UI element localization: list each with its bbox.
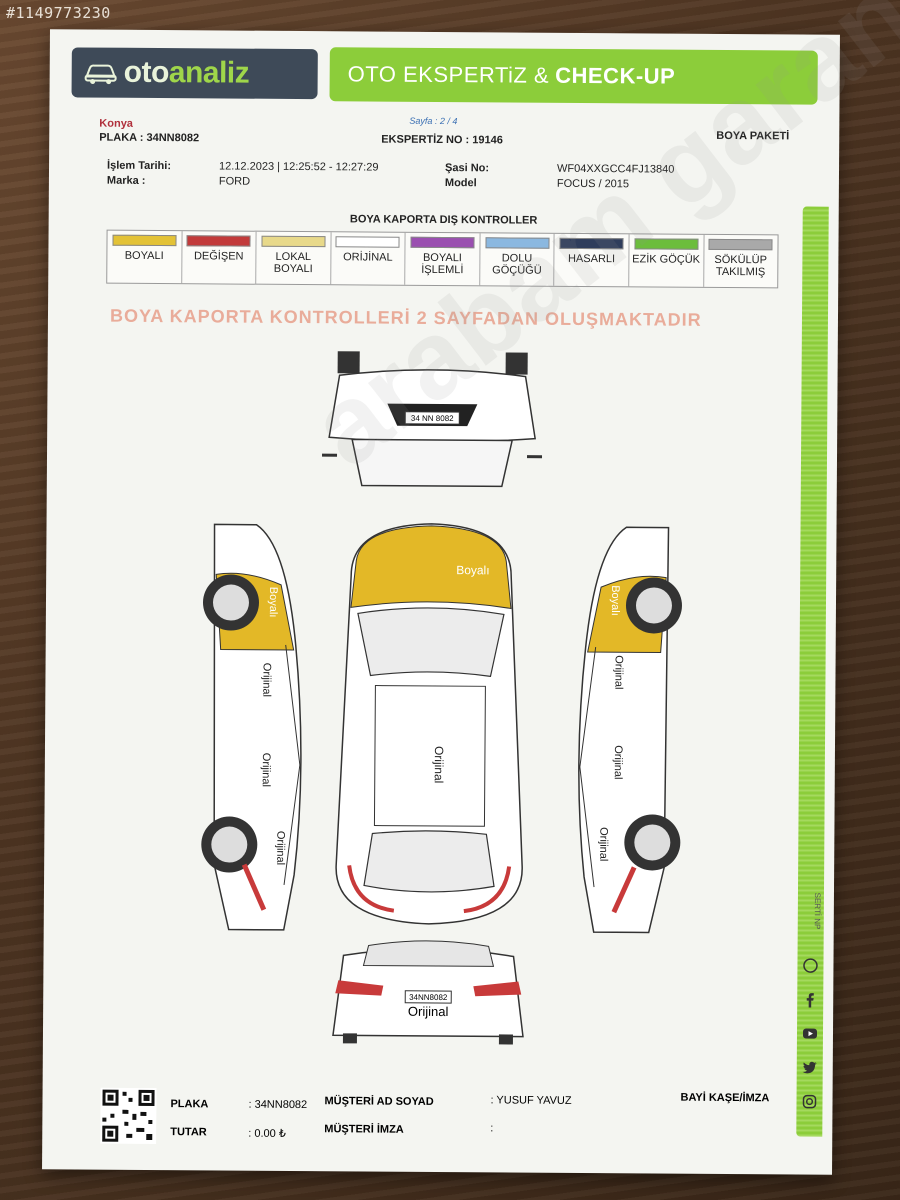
left-front-fender-label: Boyalı: [267, 587, 279, 618]
car-logo-icon: [84, 64, 117, 85]
facebook-icon[interactable]: [799, 989, 821, 1011]
car-top-view: Boyalı Orijinal: [335, 523, 523, 925]
twitter-icon[interactable]: [799, 1057, 821, 1079]
car-right-view: Boyalı Orijinal Orijinal Orijinal: [578, 526, 682, 934]
banner-light-text: OTO EKSPERTiZ &: [347, 61, 550, 88]
chassis-label: Şasi No:: [444, 162, 490, 175]
legend-swatch: [410, 236, 475, 249]
roof-label: Orijinal: [432, 746, 446, 783]
legend-swatch: [335, 236, 401, 248]
logo-text: otoanaliz: [124, 56, 250, 91]
side-text: SERTİ NP: [812, 892, 822, 930]
banner-bold-text: CHECK-UP: [555, 62, 676, 89]
youtube-icon[interactable]: [799, 1023, 821, 1045]
legend-label: SÖKÜLÜP TAKILMIŞ: [714, 253, 767, 279]
legend-item: DEĞİŞEN: [181, 231, 257, 284]
car-left-view: Boyalı Orijinal Orijinal Orijinal: [201, 523, 302, 931]
logo-suffix: analiz: [168, 56, 250, 90]
trunk-label: Orijinal: [408, 1004, 449, 1019]
footer-plate-value: : 34NN8082: [248, 1098, 308, 1112]
city: Konya: [99, 117, 133, 130]
whatsapp-icon[interactable]: [799, 955, 821, 977]
right-front-fender-label: Boyalı: [609, 585, 621, 616]
ekspertiz-number: EKSPERTİZ NO : 19146: [381, 133, 503, 147]
legend-item: LOKAL BOYALI: [256, 231, 332, 285]
photo-id: #1149773230: [6, 4, 111, 22]
rear-plate: 34NN8082: [409, 993, 448, 1002]
model-label: Model: [444, 177, 477, 190]
legend-label: ORİJİNAL: [343, 251, 393, 264]
amount-value: : 0.00 ₺: [248, 1127, 286, 1140]
car-rear-view: 34NN8082 Orijinal: [332, 940, 524, 1045]
front-plate: 34 NN 8082: [411, 414, 454, 423]
legend-item: BOYALI: [107, 230, 183, 284]
left-front-door-label: Orijinal: [260, 663, 272, 697]
plate-label: PLAKA : 34NN8082: [99, 131, 200, 145]
legend-swatch: [112, 234, 177, 247]
left-rear-door-label: Orijinal: [260, 753, 272, 787]
brand-label: Marka :: [106, 174, 146, 187]
hood-label: Boyalı: [456, 563, 489, 577]
legend-item: SÖKÜLÜP TAKILMIŞ: [704, 235, 778, 288]
report-page: otoanaliz OTO EKSPERTiZ & CHECK-UP Sayfa…: [42, 0, 900, 1175]
legend-label: DEĞİŞEN: [193, 250, 244, 263]
legend-label: LOKAL BOYALI: [273, 250, 313, 276]
legend-swatch: [186, 235, 251, 247]
brand-value: FORD: [218, 175, 251, 188]
legend-item: ORİJİNAL: [330, 232, 406, 285]
car-front-view: 34 NN 8082: [322, 351, 543, 488]
instagram-icon[interactable]: [798, 1091, 820, 1113]
footer-plate-label: PLAKA: [170, 1098, 209, 1111]
qr-code-icon[interactable]: [100, 1087, 157, 1145]
report-footer: PLAKA : 34NN8082 MÜŞTERİ AD SOYAD : YUSU…: [100, 1084, 792, 1159]
dealer-stamp-label: BAYİ KAŞE/İMZA: [680, 1091, 770, 1105]
logo: otoanaliz: [71, 47, 318, 100]
signature-value: :: [490, 1122, 494, 1135]
left-rear-fender-label: Orijinal: [274, 831, 286, 865]
legend-label: BOYALI: [124, 249, 164, 263]
logo-prefix: oto: [123, 55, 169, 90]
legend-swatch: [261, 235, 326, 248]
page-number: Sayfa : 2 / 4: [409, 115, 458, 127]
hood-panel: [350, 525, 512, 610]
car-diagram: 34 NN 8082 Boyalı Orijinal Boyalı Orijin…: [201, 351, 682, 1045]
customer-value: : YUSUF YAVUZ: [490, 1094, 572, 1107]
amount-label: TUTAR: [170, 1126, 207, 1139]
date-label: İşlem Tarihi:: [106, 159, 172, 173]
report-header: otoanaliz OTO EKSPERTiZ & CHECK-UP: [71, 43, 818, 106]
signature-label: MÜŞTERİ İMZA: [324, 1123, 404, 1136]
date-value: 12.12.2023 | 12:25:52 - 12:27:29: [218, 160, 379, 174]
legend-swatch: [708, 238, 773, 251]
right-rear-fender-label: Orijinal: [597, 827, 609, 861]
customer-label: MÜŞTERİ AD SOYAD: [324, 1095, 434, 1108]
right-front-door-label: Orijinal: [612, 655, 624, 689]
right-rear-door-label: Orijinal: [612, 745, 624, 779]
